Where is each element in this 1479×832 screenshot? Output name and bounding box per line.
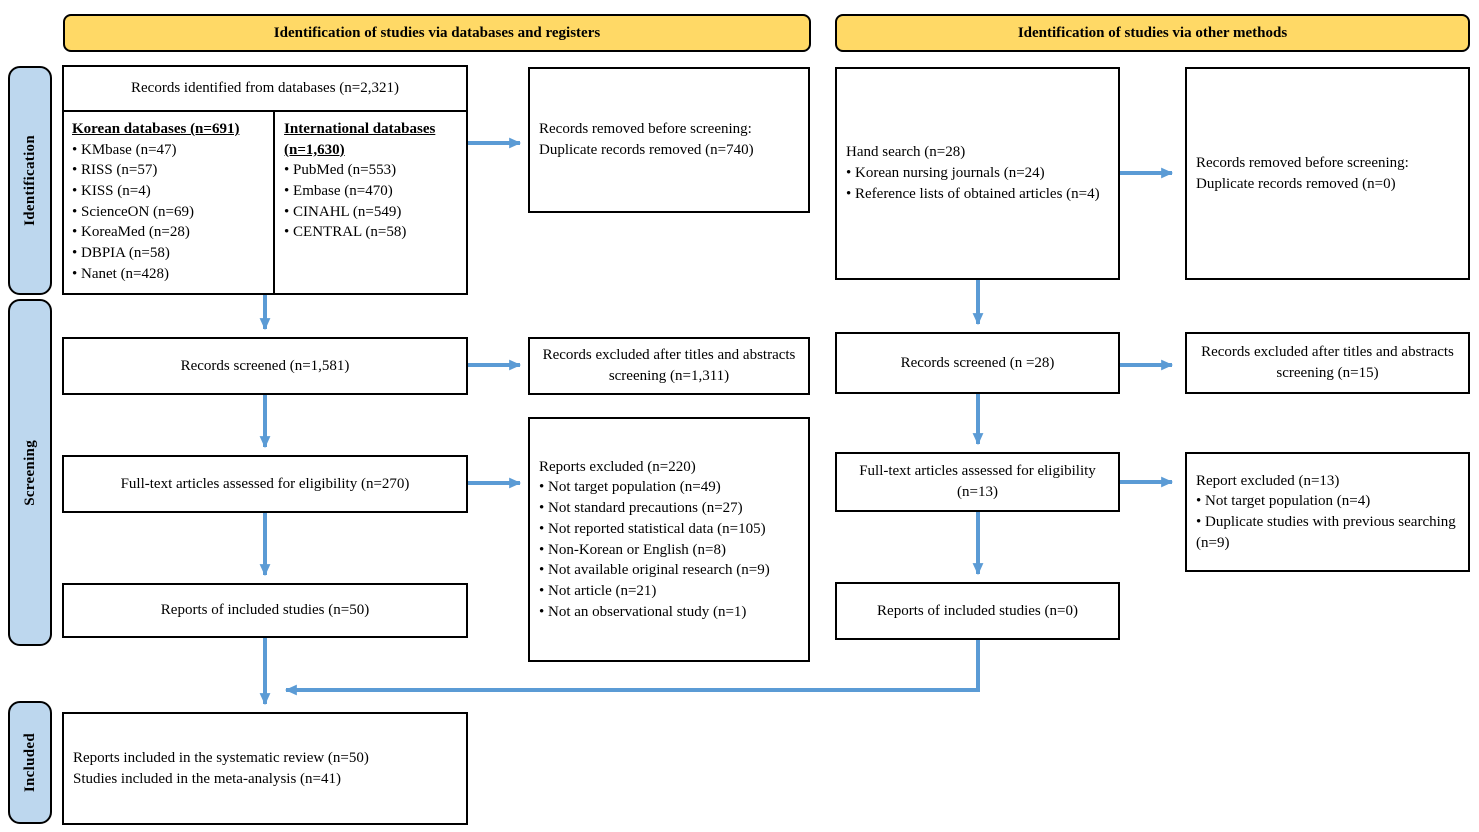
final-included-line2: Studies included in the meta-analysis (n… [73, 770, 341, 787]
right-records-removed-line1: Records removed before screening: [1196, 154, 1409, 171]
right-records-excluded-titles-label: Records excluded after titles and abstra… [1201, 344, 1454, 381]
records-screened-box: Records screened (n=1,581) [62, 337, 468, 395]
international-databases-column: International databases (n=1,630) • PubM… [275, 112, 466, 293]
header-databases-registers-label: Identification of studies via databases … [273, 24, 601, 41]
records-excluded-titles-box: Records excluded after titles and abstra… [528, 337, 810, 395]
phase-included: Included [8, 701, 52, 824]
header-databases-registers: Identification of studies via databases … [63, 14, 811, 52]
list-item: • KoreaMed (n=28) [72, 224, 190, 241]
reports-excluded-title: Reports excluded (n=220) [539, 458, 696, 475]
international-databases-header: International databases (n=1,630) [284, 121, 436, 158]
phase-included-label: Included [21, 732, 38, 793]
records-removed-box: Records removed before screening: Duplic… [528, 67, 810, 213]
header-other-methods-label: Identification of studies via other meth… [1017, 24, 1288, 41]
hand-search-title: Hand search (n=28) [846, 144, 966, 161]
list-item: • RISS (n=57) [72, 162, 158, 179]
list-item: • Not available original research (n=9) [539, 562, 770, 579]
header-other-methods: Identification of studies via other meth… [835, 14, 1470, 52]
list-item: • Not target population (n=49) [539, 479, 721, 496]
records-screened-label: Records screened (n=1,581) [180, 357, 350, 374]
list-item: • Nanet (n=428) [72, 265, 170, 282]
records-identified-box: Records identified from databases (n=2,3… [62, 65, 468, 295]
records-identified-title: Records identified from databases (n=2,3… [64, 67, 466, 112]
right-report-excluded-title: Report excluded (n=13) [1196, 472, 1340, 489]
final-included-line1: Reports included in the systematic revie… [73, 749, 369, 766]
phase-screening: Screening [8, 299, 52, 646]
right-records-removed-line2: Duplicate records removed (n=0) [1196, 175, 1396, 192]
fulltext-assessed-box: Full-text articles assessed for eligibil… [62, 455, 468, 513]
list-item: • Duplicate studies with previous search… [1196, 514, 1456, 551]
hand-search-box: Hand search (n=28) • Korean nursing jour… [835, 67, 1120, 280]
korean-databases-column: Korean databases (n=691) • KMbase (n=47)… [64, 112, 276, 293]
phase-identification-label: Identification [21, 135, 38, 226]
list-item: • Not standard precautions (n=27) [539, 500, 743, 517]
phase-identification: Identification [8, 66, 52, 295]
list-item: • Not reported statistical data (n=105) [539, 520, 766, 537]
right-records-screened-box: Records screened (n =28) [835, 332, 1120, 394]
reports-included-studies-label: Reports of included studies (n=50) [160, 602, 370, 619]
list-item: • Not target population (n=4) [1196, 493, 1371, 510]
list-item: • Not article (n=21) [539, 582, 657, 599]
list-item: • CINAHL (n=549) [284, 203, 402, 220]
list-item: • DBPIA (n=58) [72, 245, 170, 262]
records-removed-line1: Records removed before screening: [539, 121, 752, 138]
reports-excluded-box: Reports excluded (n=220) • Not target po… [528, 417, 810, 662]
list-item: • ScienceON (n=69) [72, 203, 195, 220]
right-fulltext-assessed-label: Full-text articles assessed for eligibil… [859, 463, 1096, 500]
right-report-excluded-box: Report excluded (n=13) • Not target popu… [1185, 452, 1470, 572]
phase-screening-label: Screening [21, 439, 38, 506]
list-item: • CENTRAL (n=58) [284, 224, 407, 241]
right-fulltext-assessed-box: Full-text articles assessed for eligibil… [835, 452, 1120, 512]
right-records-screened-label: Records screened (n =28) [900, 354, 1055, 371]
right-records-removed-box: Records removed before screening: Duplic… [1185, 67, 1470, 280]
list-item: • Non-Korean or English (n=8) [539, 541, 727, 558]
final-included-box: Reports included in the systematic revie… [62, 712, 468, 825]
korean-databases-header: Korean databases (n=691) [72, 121, 240, 137]
list-item: • Not an observational study (n=1) [539, 603, 747, 620]
reports-included-studies-box: Reports of included studies (n=50) [62, 583, 468, 638]
list-item: • Korean nursing journals (n=24) [846, 165, 1045, 182]
list-item: • Reference lists of obtained articles (… [846, 185, 1100, 202]
records-removed-line2: Duplicate records removed (n=740) [539, 142, 754, 158]
list-item: • Embase (n=470) [284, 183, 393, 200]
fulltext-assessed-label: Full-text articles assessed for eligibil… [120, 475, 410, 492]
right-reports-included-label: Reports of included studies (n=0) [877, 602, 1078, 619]
right-records-excluded-titles-box: Records excluded after titles and abstra… [1185, 332, 1470, 394]
list-item: • KISS (n=4) [72, 183, 151, 200]
records-excluded-titles-label: Records excluded after titles and abstra… [542, 347, 796, 384]
databases-columns: Korean databases (n=691) • KMbase (n=47)… [64, 112, 466, 293]
list-item: • KMbase (n=47) [72, 141, 177, 158]
list-item: • PubMed (n=553) [284, 162, 397, 179]
right-reports-included-box: Reports of included studies (n=0) [835, 582, 1120, 640]
